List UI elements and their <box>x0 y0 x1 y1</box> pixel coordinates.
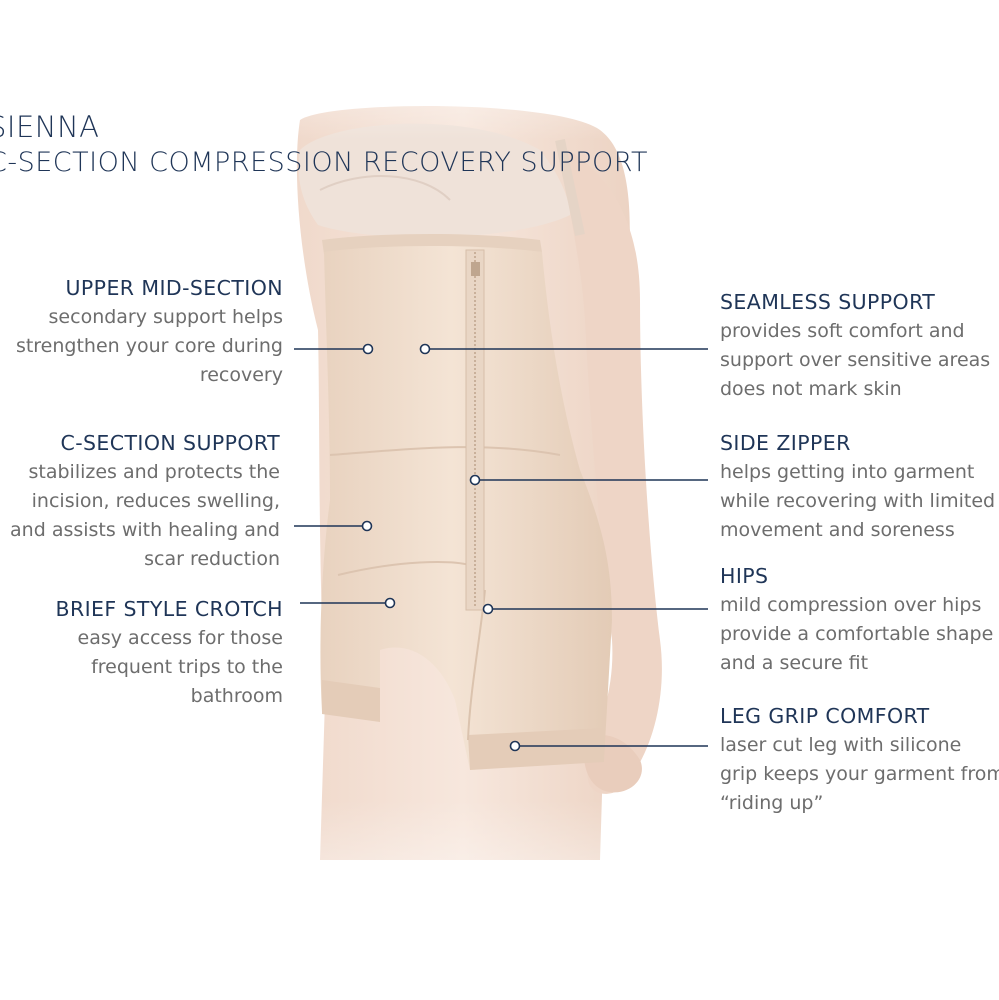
callout-text: mild compression over hips <box>720 594 982 616</box>
callout-heading: SEAMLESS SUPPORT <box>720 290 936 314</box>
callout-text: bathroom <box>190 685 283 707</box>
callout-upper-mid-section: UPPER MID-SECTION secondary support help… <box>16 274 283 390</box>
callout-text: movement and soreness <box>720 519 955 541</box>
callout-text: grip keeps your garment from <box>720 763 999 785</box>
callout-heading: SIDE ZIPPER <box>720 431 851 455</box>
callout-text: “riding up” <box>720 792 824 814</box>
bra <box>298 123 585 238</box>
callout-heading: LEG GRIP COMFORT <box>720 704 930 728</box>
callout-text: frequent trips to the <box>91 656 283 678</box>
callout-text: laser cut leg with silicone <box>720 734 962 756</box>
callout-text: and assists with healing and <box>10 519 280 541</box>
callout-text: scar reduction <box>144 548 280 570</box>
callout-text: secondary support helps <box>48 306 283 328</box>
callout-brief-style-crotch: BRIEF STYLE CROTCH easy access for those… <box>55 595 283 711</box>
callout-heading: HIPS <box>720 564 769 588</box>
callout-text: incision, reduces swelling, <box>31 490 280 512</box>
callout-text: helps getting into garment <box>720 461 975 483</box>
callout-side-zipper: SIDE ZIPPER helps getting into garment w… <box>720 429 995 545</box>
leader-lines <box>294 348 708 747</box>
callout-leg-grip-comfort: LEG GRIP COMFORT laser cut leg with sili… <box>720 702 999 818</box>
callout-text: while recovering with limited <box>720 490 996 512</box>
callout-heading: BRIEF STYLE CROTCH <box>55 597 283 621</box>
callout-text: does not mark skin <box>720 378 902 400</box>
callout-dots <box>361 343 521 752</box>
callout-text: stabilizes and protects the <box>28 461 280 483</box>
callout-text: provides soft comfort and <box>720 320 965 342</box>
garment <box>320 234 612 770</box>
callout-text: recovery <box>199 364 283 386</box>
callout-heading: C-SECTION SUPPORT <box>60 431 280 455</box>
title-line-2: C-SECTION COMPRESSION RECOVERY SUPPORT <box>0 146 648 178</box>
title-line-1: SIENNA <box>0 110 100 144</box>
callout-text: and a secure fit <box>720 652 869 674</box>
callout-text: easy access for those <box>77 627 283 649</box>
callout-heading: UPPER MID-SECTION <box>65 276 283 300</box>
callout-text: support over sensitive areas <box>720 349 991 371</box>
callout-seamless-support: SEAMLESS SUPPORT provides soft comfort a… <box>720 288 990 404</box>
callout-text: provide a comfortable shape <box>720 623 994 645</box>
callout-text: strengthen your core during <box>15 335 283 357</box>
callout-c-section-support: C-SECTION SUPPORT stabilizes and protect… <box>10 429 280 574</box>
page-title: SIENNA C-SECTION COMPRESSION RECOVERY SU… <box>0 110 648 178</box>
callout-hips: HIPS mild compression over hips provide … <box>720 562 993 678</box>
